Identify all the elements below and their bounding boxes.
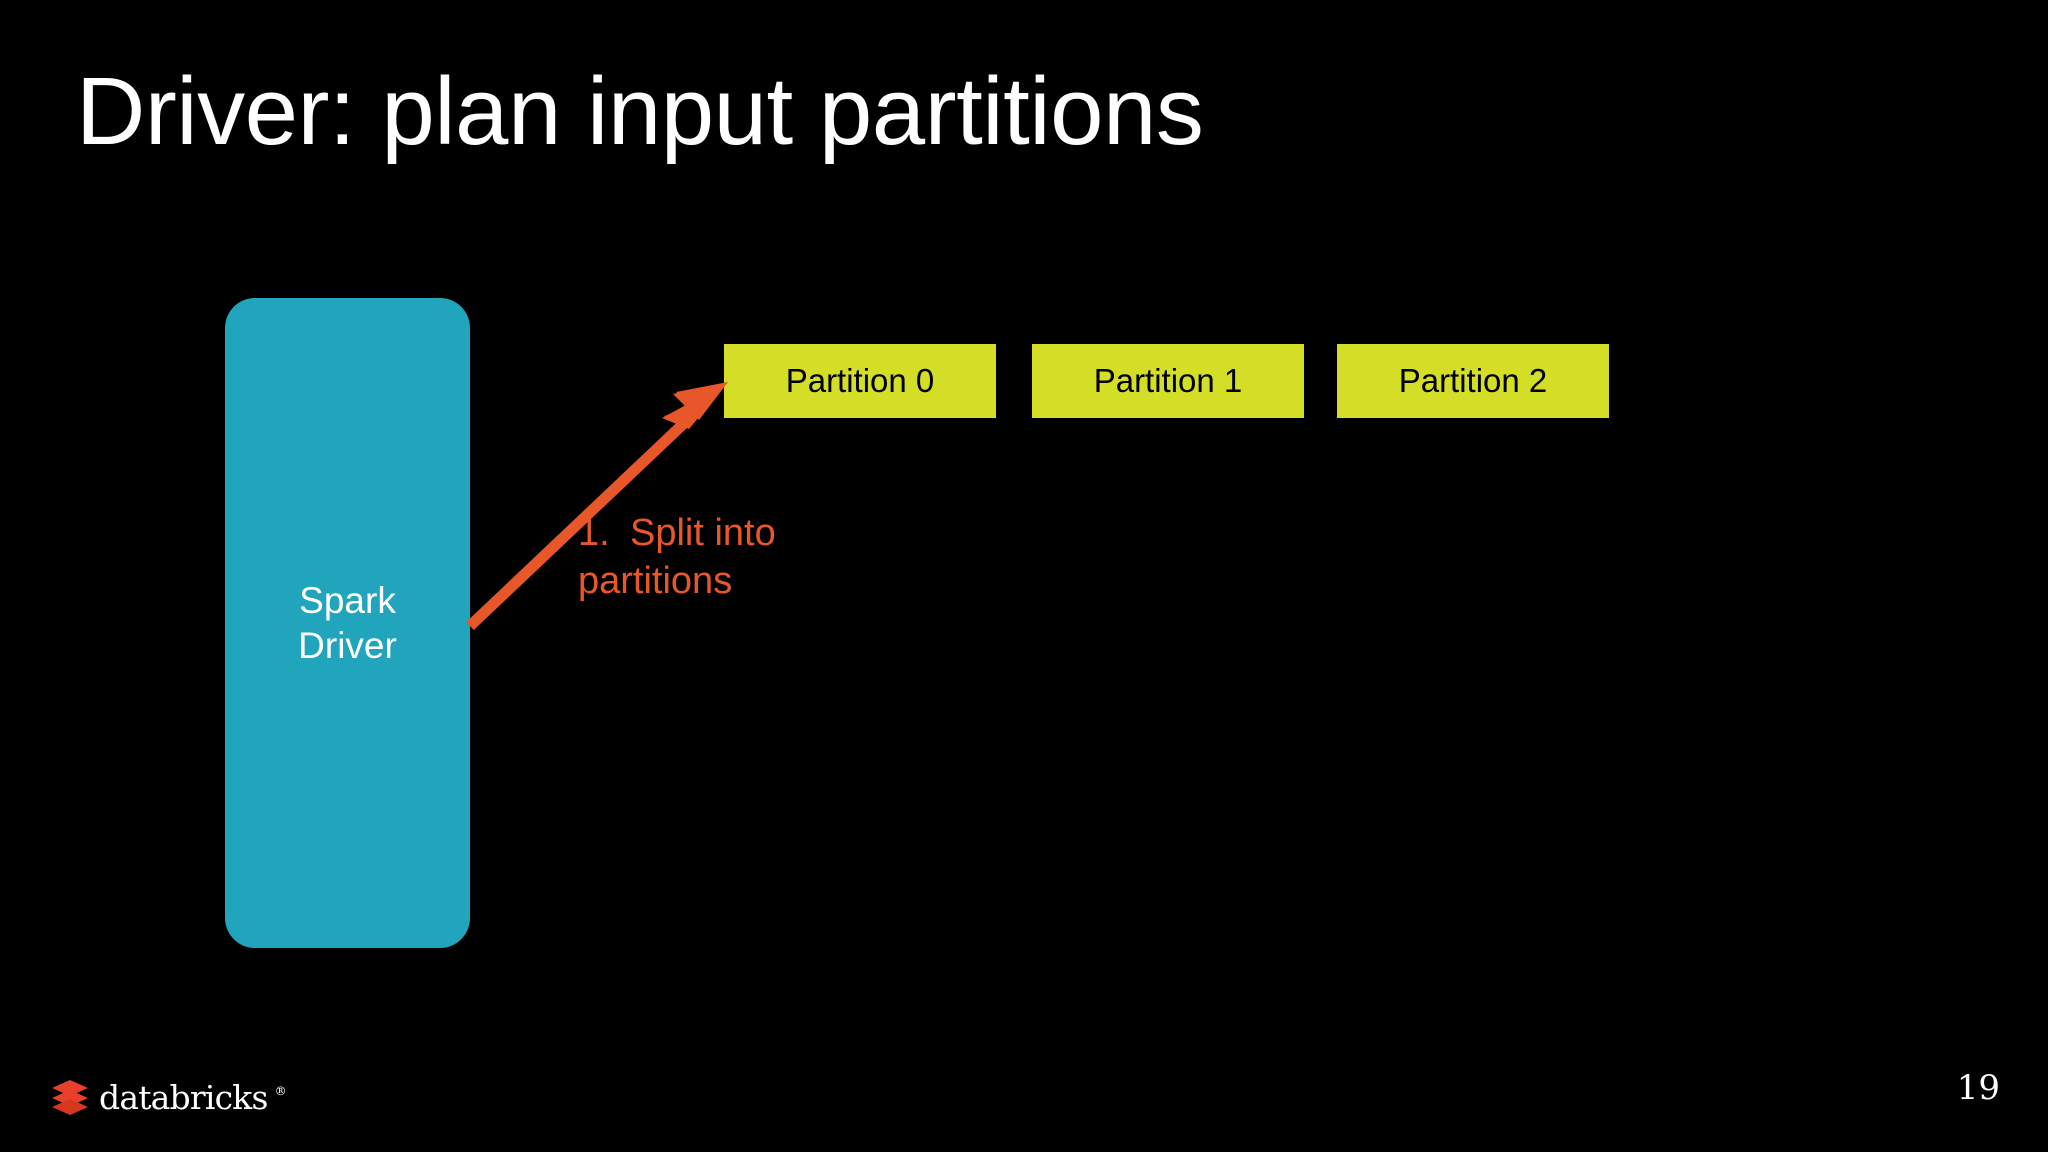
annotation-text: Split into partitions	[578, 512, 776, 602]
partition-box-0[interactable]: Partition 0	[724, 344, 996, 418]
annotation-number: 1.	[578, 512, 610, 554]
partition-box-1[interactable]: Partition 1	[1032, 344, 1304, 418]
databricks-wordmark: databricks	[99, 1077, 268, 1117]
annotation-split-into-partitions: 1.Split into partitions	[578, 510, 908, 605]
databricks-trademark: ®	[274, 1084, 287, 1098]
page-number: 19	[1956, 1068, 2000, 1108]
databricks-stacked-layers-icon	[52, 1080, 88, 1115]
databricks-logo: databricks ®	[50, 1078, 287, 1116]
spark-driver-label-line1: Spark	[299, 579, 396, 621]
spark-driver-label-line2: Driver	[298, 625, 397, 666]
partition-label-1: Partition 1	[1093, 362, 1243, 399]
page-title: Driver: plan input partitions	[76, 58, 1204, 165]
spark-driver-box[interactable]: Spark Driver	[225, 298, 470, 948]
partition-label-2: Partition 2	[1398, 362, 1548, 399]
partition-box-2[interactable]: Partition 2	[1337, 344, 1609, 418]
partition-label-0: Partition 0	[785, 362, 935, 399]
